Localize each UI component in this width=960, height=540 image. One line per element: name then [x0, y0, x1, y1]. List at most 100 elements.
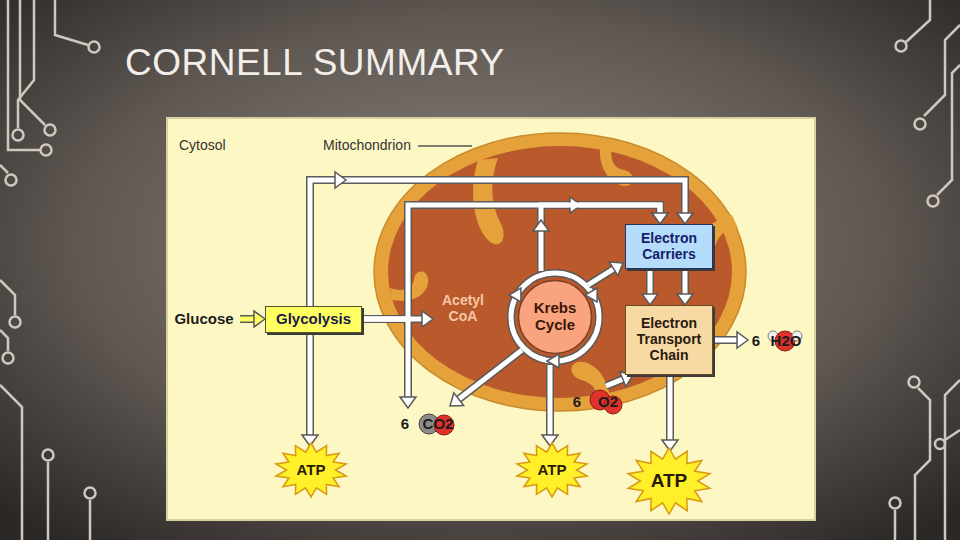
connector-outline [459, 350, 522, 399]
arrow-head [335, 172, 346, 188]
flow-arrow [677, 269, 693, 305]
connector-border [588, 269, 614, 285]
starburst-shape [628, 448, 710, 514]
connector-line [548, 365, 553, 435]
connector-border [681, 269, 689, 294]
flow-arrow [542, 365, 558, 446]
flow-arrow [588, 262, 623, 285]
connector-border [546, 365, 554, 435]
slide-title: CORNELL SUMMARY [125, 42, 505, 84]
starburst-shape [276, 443, 346, 497]
connector-outlines [240, 180, 737, 440]
arrow-head [642, 294, 658, 305]
connector-outline [713, 340, 737, 341]
connector-line [362, 319, 408, 397]
node-text: ATP [297, 462, 326, 479]
connector-line [240, 317, 254, 322]
flow-arrow [450, 350, 522, 406]
flow-arrow [302, 333, 318, 446]
flow-arrow [362, 319, 416, 408]
node-text: Acetyl CoA [438, 293, 488, 324]
arrow-head [652, 213, 668, 224]
connector-line [459, 350, 522, 399]
substance-label: Glucose [170, 308, 238, 330]
cycle-circle: Krebs Cycle [517, 279, 593, 355]
region-label: Cytosol [179, 137, 226, 153]
process-box: Electron Carriers [625, 224, 713, 269]
starburst-shape [517, 443, 587, 497]
connector-border [306, 333, 314, 435]
arrow-head [533, 220, 549, 231]
process-box: Glycolysis [265, 306, 362, 333]
connector-border [459, 350, 522, 399]
connector-border [713, 336, 737, 344]
connector-outline [362, 319, 408, 397]
connector-outline [240, 319, 254, 320]
molecule-text: 6 [396, 408, 414, 440]
molecule-text: O2 [590, 386, 626, 418]
node-text: Glucose [174, 311, 233, 328]
process-box: Electron Transport Chain [625, 305, 713, 375]
atp-starburst: ATP [626, 447, 712, 515]
connector-fills [240, 172, 748, 451]
molecule: 6CO2 [396, 408, 462, 440]
molecule-text: 6 [748, 326, 764, 356]
atp-starburst: ATP [274, 442, 348, 498]
flow-arrow [642, 269, 658, 305]
connector-outline [606, 379, 623, 386]
diagram-frame [167, 118, 815, 520]
arrow-head [422, 311, 433, 327]
node-text: Electron Transport Chain [628, 316, 710, 363]
connector-outline [685, 269, 686, 294]
connector-line [308, 333, 313, 435]
connector-line [588, 269, 614, 285]
connector-line [713, 338, 737, 343]
node-text: Glycolysis [276, 311, 351, 328]
circle-shape [519, 281, 592, 354]
flow-arrow [713, 332, 748, 348]
connector-line [648, 269, 653, 294]
molecule-text: 6 [568, 386, 586, 418]
mitochondrion-illustration [374, 133, 746, 411]
connector-line [362, 205, 660, 319]
connector-outline [650, 269, 651, 294]
molecule: 6H2O [748, 326, 810, 356]
node-text: Krebs Cycle [525, 300, 585, 334]
region-label: Mitochondrion [323, 137, 411, 153]
arrow-head [450, 393, 464, 406]
arrow-head [400, 397, 416, 408]
molecule-text: H2O [766, 326, 806, 356]
arrow-head [254, 311, 265, 327]
connector-outline [670, 375, 671, 440]
substance-label: Acetyl CoA [435, 289, 491, 329]
arrow-head [542, 435, 558, 446]
arrow-head [609, 262, 623, 276]
connector-outline [362, 205, 660, 319]
connector-border [240, 315, 254, 323]
connector-border [362, 205, 660, 319]
arrow-head [677, 294, 693, 305]
connector-border [666, 375, 674, 440]
connector-outline [588, 269, 614, 285]
flow-arrow [362, 197, 668, 319]
connector-border [362, 319, 408, 397]
connector-line [606, 379, 623, 386]
arrow-head [677, 213, 693, 224]
leader-line [418, 145, 472, 147]
connector-border [606, 379, 623, 386]
atp-starburst: ATP [515, 442, 589, 498]
arrow-head [737, 332, 748, 348]
flow-arrow [240, 311, 265, 327]
connector-line [683, 269, 688, 294]
connector-border [646, 269, 654, 294]
node-text: ATP [651, 470, 688, 491]
molecule: 6O2 [568, 386, 630, 418]
node-text: ATP [538, 462, 567, 479]
node-text: Electron Carriers [628, 231, 710, 262]
connector-outline [550, 365, 551, 435]
molecule-text: CO2 [416, 408, 460, 440]
connector-outline [310, 333, 311, 435]
connector-line [668, 375, 673, 440]
